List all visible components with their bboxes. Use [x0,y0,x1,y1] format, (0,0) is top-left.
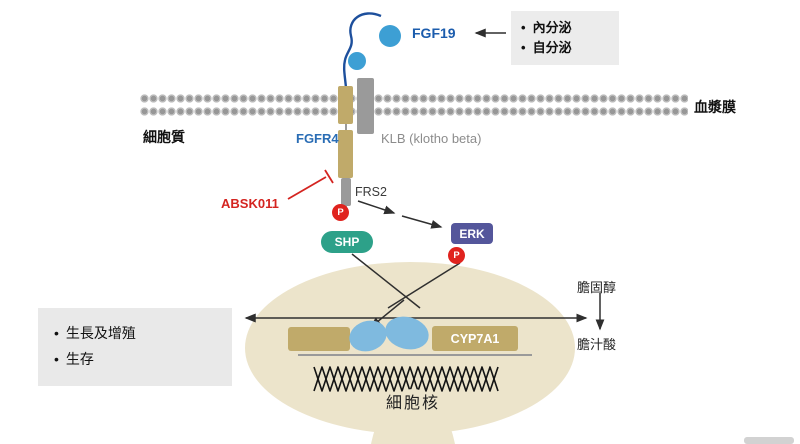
effect-item: 生長及增殖 [54,321,232,347]
fgfr4-receptor-intracellular [338,130,353,178]
shp-label: SHP [334,235,360,249]
gene-box [288,327,350,351]
shp-node: SHP [321,231,373,253]
fgf19-ligand-icon [348,52,366,70]
effect-item: 生存 [54,347,232,373]
cyp7a1-label: CYP7A1 [450,331,500,346]
absk011-label: ABSK011 [221,196,279,211]
fgf19-label: FGF19 [412,25,456,41]
frs2-erk-arrow [401,215,443,229]
frs2-erk-arrow [357,200,396,215]
erk-node: ERK [451,223,493,244]
receptor-stem-curve [342,12,382,89]
frs2-label: FRS2 [355,185,387,199]
klb-receptor [357,78,374,134]
effects-note-box: 生長及增殖 生存 [38,308,232,386]
gene-dna-line [298,354,532,356]
secretion-item: 自分泌 [521,38,619,58]
fgfr4-label: FGFR4 [296,131,339,146]
secretion-item: 內分泌 [521,18,619,38]
frs2-adaptor [341,178,351,206]
cytoplasm-label: 細胞質 [143,129,185,145]
scrollbar-fragment[interactable] [744,437,794,444]
plasma-membrane [140,92,688,118]
bile-acid-label: 膽汁酸 [577,337,617,352]
plasma-membrane-label: 血漿膜 [694,99,736,115]
klb-label: KLB (klotho beta) [381,131,482,146]
secretion-note-box: 內分泌 自分泌 [511,11,619,66]
cholesterol-label: 膽固醇 [577,280,617,295]
fgf19-ligand-icon [379,25,401,47]
phospho-badge: P [332,204,349,221]
cyp7a1-gene-box: CYP7A1 [432,326,518,351]
fgfr4-receptor-extracellular [338,86,353,124]
phospho-badge: P [448,247,465,264]
inhibition-symbol [287,169,334,200]
erk-label: ERK [459,226,485,241]
